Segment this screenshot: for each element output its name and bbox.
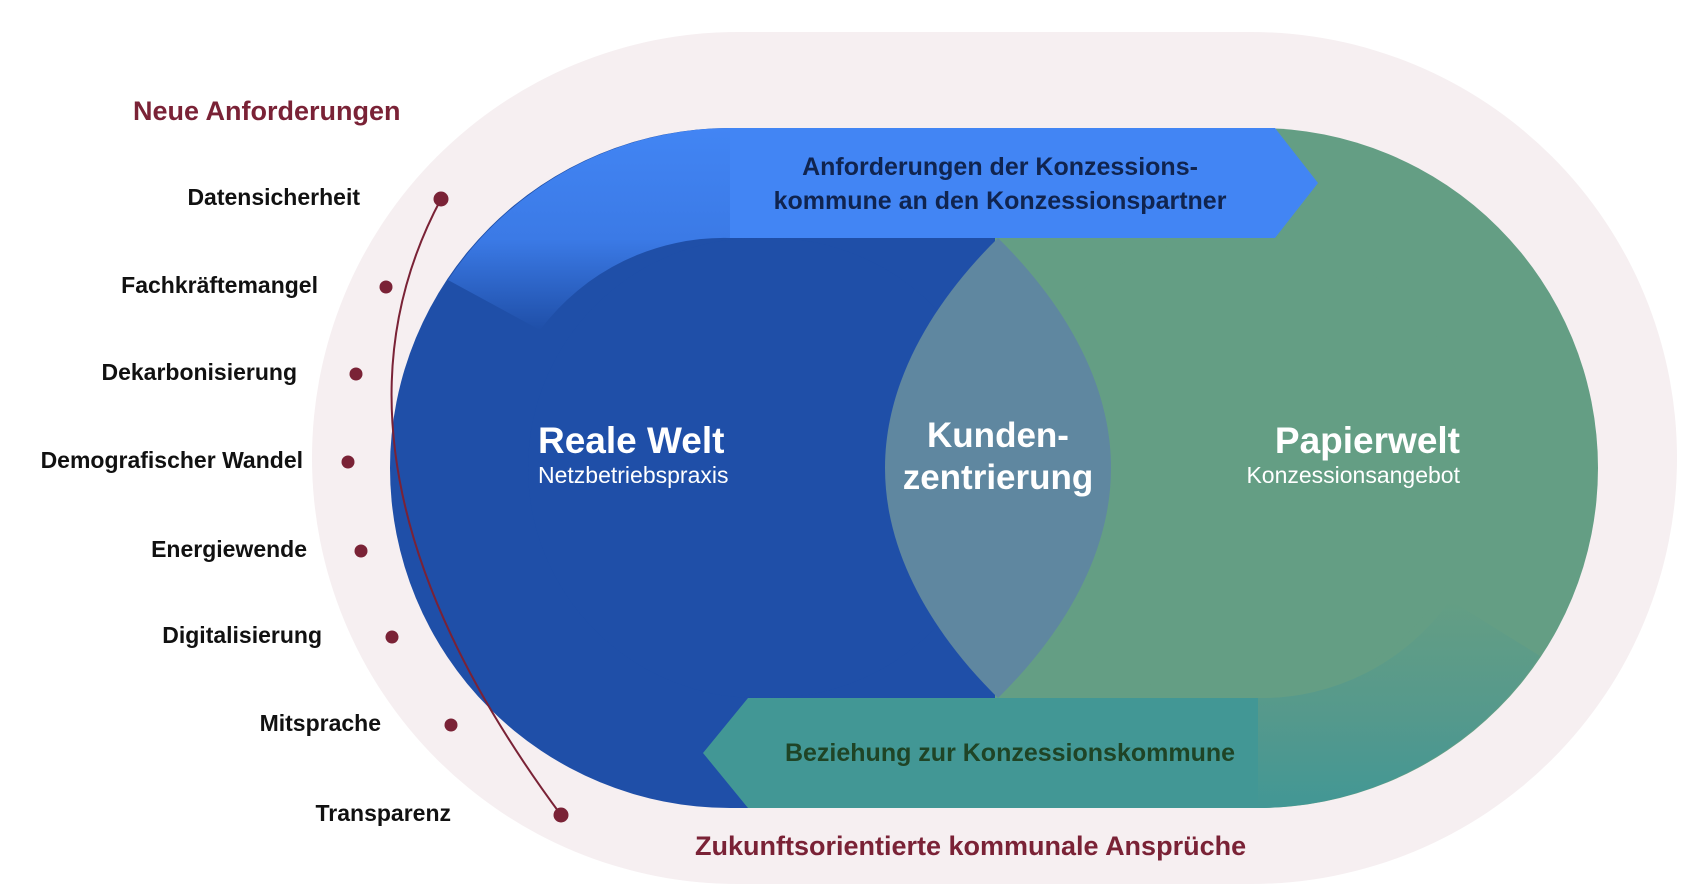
bottom-arrow-shape [703,698,1258,808]
requirement-dot [385,630,399,644]
requirement-dot [349,367,363,381]
top-arrow-label: Anforderungen der Konzessions- kommune a… [720,150,1280,218]
requirement-dot [341,455,355,469]
requirement-label: Demografischer Wandel [40,447,303,473]
requirement-label: Energiewende [151,536,307,562]
heading-future-claims: Zukunftsorientierte kommunale Ansprüche [695,831,1247,861]
right-circle [998,238,1478,698]
requirement-label: Dekarbonisierung [101,359,297,385]
top-arrow-line1: Anforderungen der Konzessions- [802,153,1198,181]
requirements-arc [390,198,562,816]
requirement-label: Digitalisierung [162,622,322,648]
right-circle-text: Papierwelt Konzessionsangebot [1246,420,1460,489]
right-circle-title: Papierwelt [1274,420,1460,461]
left-circle-subtitle: Netzbetriebspraxis [538,462,729,488]
requirement-dot [444,718,458,732]
requirement-dot [354,544,368,558]
heading-new-requirements: Neue Anforderungen [133,96,401,126]
requirement-dots [341,191,569,823]
requirement-label: Datensicherheit [187,184,360,210]
requirement-label: Transparenz [315,800,452,826]
center-line2: zentrierung [902,458,1094,497]
left-circle-text: Reale Welt Netzbetriebspraxis [538,420,728,489]
bottom-arc-gradient [1258,600,1540,808]
overlap-lens [885,238,1111,698]
requirement-label: Fachkräftemangel [121,272,318,298]
top-arc-gradient [448,128,730,330]
requirement-label: Mitsprache [259,710,381,736]
requirement-dot [553,807,569,823]
left-circle-title: Reale Welt [538,420,725,461]
requirement-dot [433,191,449,207]
right-circle-subtitle: Konzessionsangebot [1246,462,1460,488]
top-arrow-shape [730,128,1318,238]
requirement-dot [379,280,393,294]
center-line1: Kunden- [927,416,1069,455]
left-circle [528,238,1000,698]
top-arrow-line2: kommune an den Konzessionspartner [773,187,1227,215]
center-text: Kunden- zentrierung [888,415,1108,499]
bottom-arrow-label: Beziehung zur Konzessionskommune [784,739,1236,767]
